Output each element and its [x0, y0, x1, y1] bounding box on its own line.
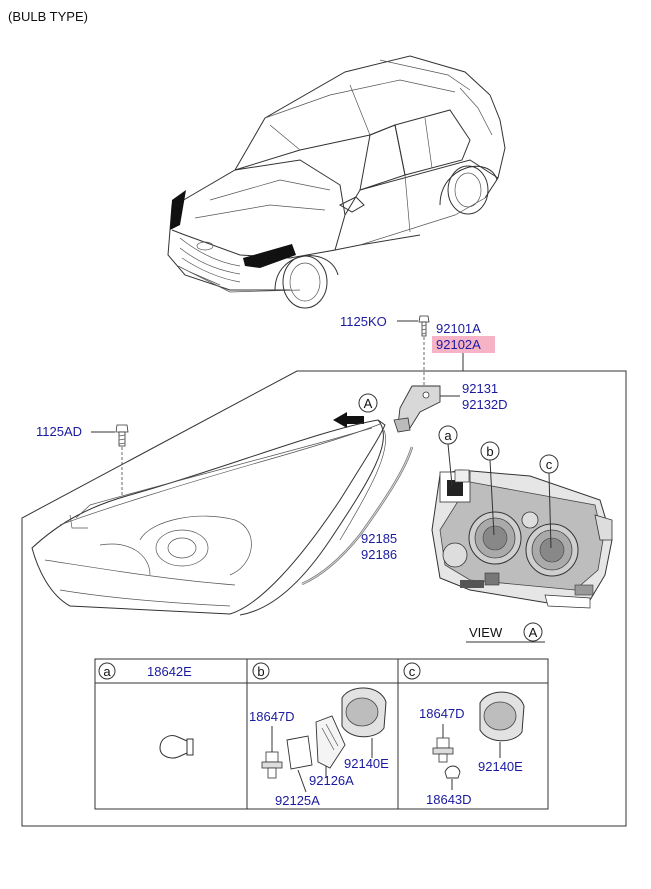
table-b-part-4: 92125A [275, 793, 320, 808]
view-label-marker: A [529, 625, 538, 640]
table-c-part-3: 18643D [426, 792, 472, 807]
bulb-18643d-icon [444, 765, 461, 779]
table-c-part-1: 18647D [419, 706, 465, 721]
cap-92140e-icon-c [479, 691, 525, 742]
table-key-c-circle [403, 662, 421, 680]
label-1125ko: 1125KO [340, 314, 387, 329]
table-key-a-circle [98, 662, 116, 680]
label-92131: 92131 [462, 381, 498, 396]
table-a-part: 18642E [147, 664, 192, 679]
bulb-18647d-icon [261, 751, 283, 779]
table-key-a: a [103, 664, 111, 679]
view-arrow-marker: A [364, 396, 373, 411]
table-c-part-2: 92140E [478, 759, 523, 774]
headlamp-rear-view [431, 469, 613, 609]
trim-strip [301, 446, 414, 586]
bulb-18647d-icon-c [432, 737, 454, 763]
table-b-part-3: 92140E [344, 756, 389, 771]
view-marker-circle [358, 393, 378, 413]
bulb-18642e-icon [159, 735, 194, 759]
table-key-b-circle [252, 662, 270, 680]
bulb-table [94, 658, 549, 810]
label-92186: 92186 [361, 547, 397, 562]
cap-92140e-icon-b [341, 687, 387, 738]
label-92102a: 92102A [436, 337, 481, 352]
highlight-92102a [432, 336, 495, 353]
table-b-part-2: 92126A [309, 773, 354, 788]
view-arrow-icon [333, 412, 364, 428]
headlamp-assembly [31, 419, 386, 616]
table-key-b: b [257, 664, 264, 679]
callout-a: a [444, 428, 452, 443]
table-b-part-1: 18647D [249, 709, 295, 724]
bolt-1125ad-icon [115, 424, 129, 447]
callout-b: b [486, 444, 493, 459]
bolt-1125ko-icon [418, 315, 430, 337]
label-92185: 92185 [361, 531, 397, 546]
table-key-c: c [409, 664, 416, 679]
assembly-frame [21, 370, 627, 827]
label-92132d: 92132D [462, 397, 508, 412]
view-label: VIEW [469, 625, 503, 640]
seal-92125a-icon [286, 735, 313, 770]
view-label-marker-circle [523, 622, 543, 642]
diagram-title: (BULB TYPE) [8, 9, 88, 24]
label-92101a: 92101A [436, 321, 481, 336]
label-1125ad: 1125AD [36, 424, 82, 439]
callout-c: c [546, 457, 553, 472]
bracket-part [393, 385, 441, 433]
car-illustration [167, 55, 506, 309]
retainer-92126a-icon [315, 715, 346, 769]
